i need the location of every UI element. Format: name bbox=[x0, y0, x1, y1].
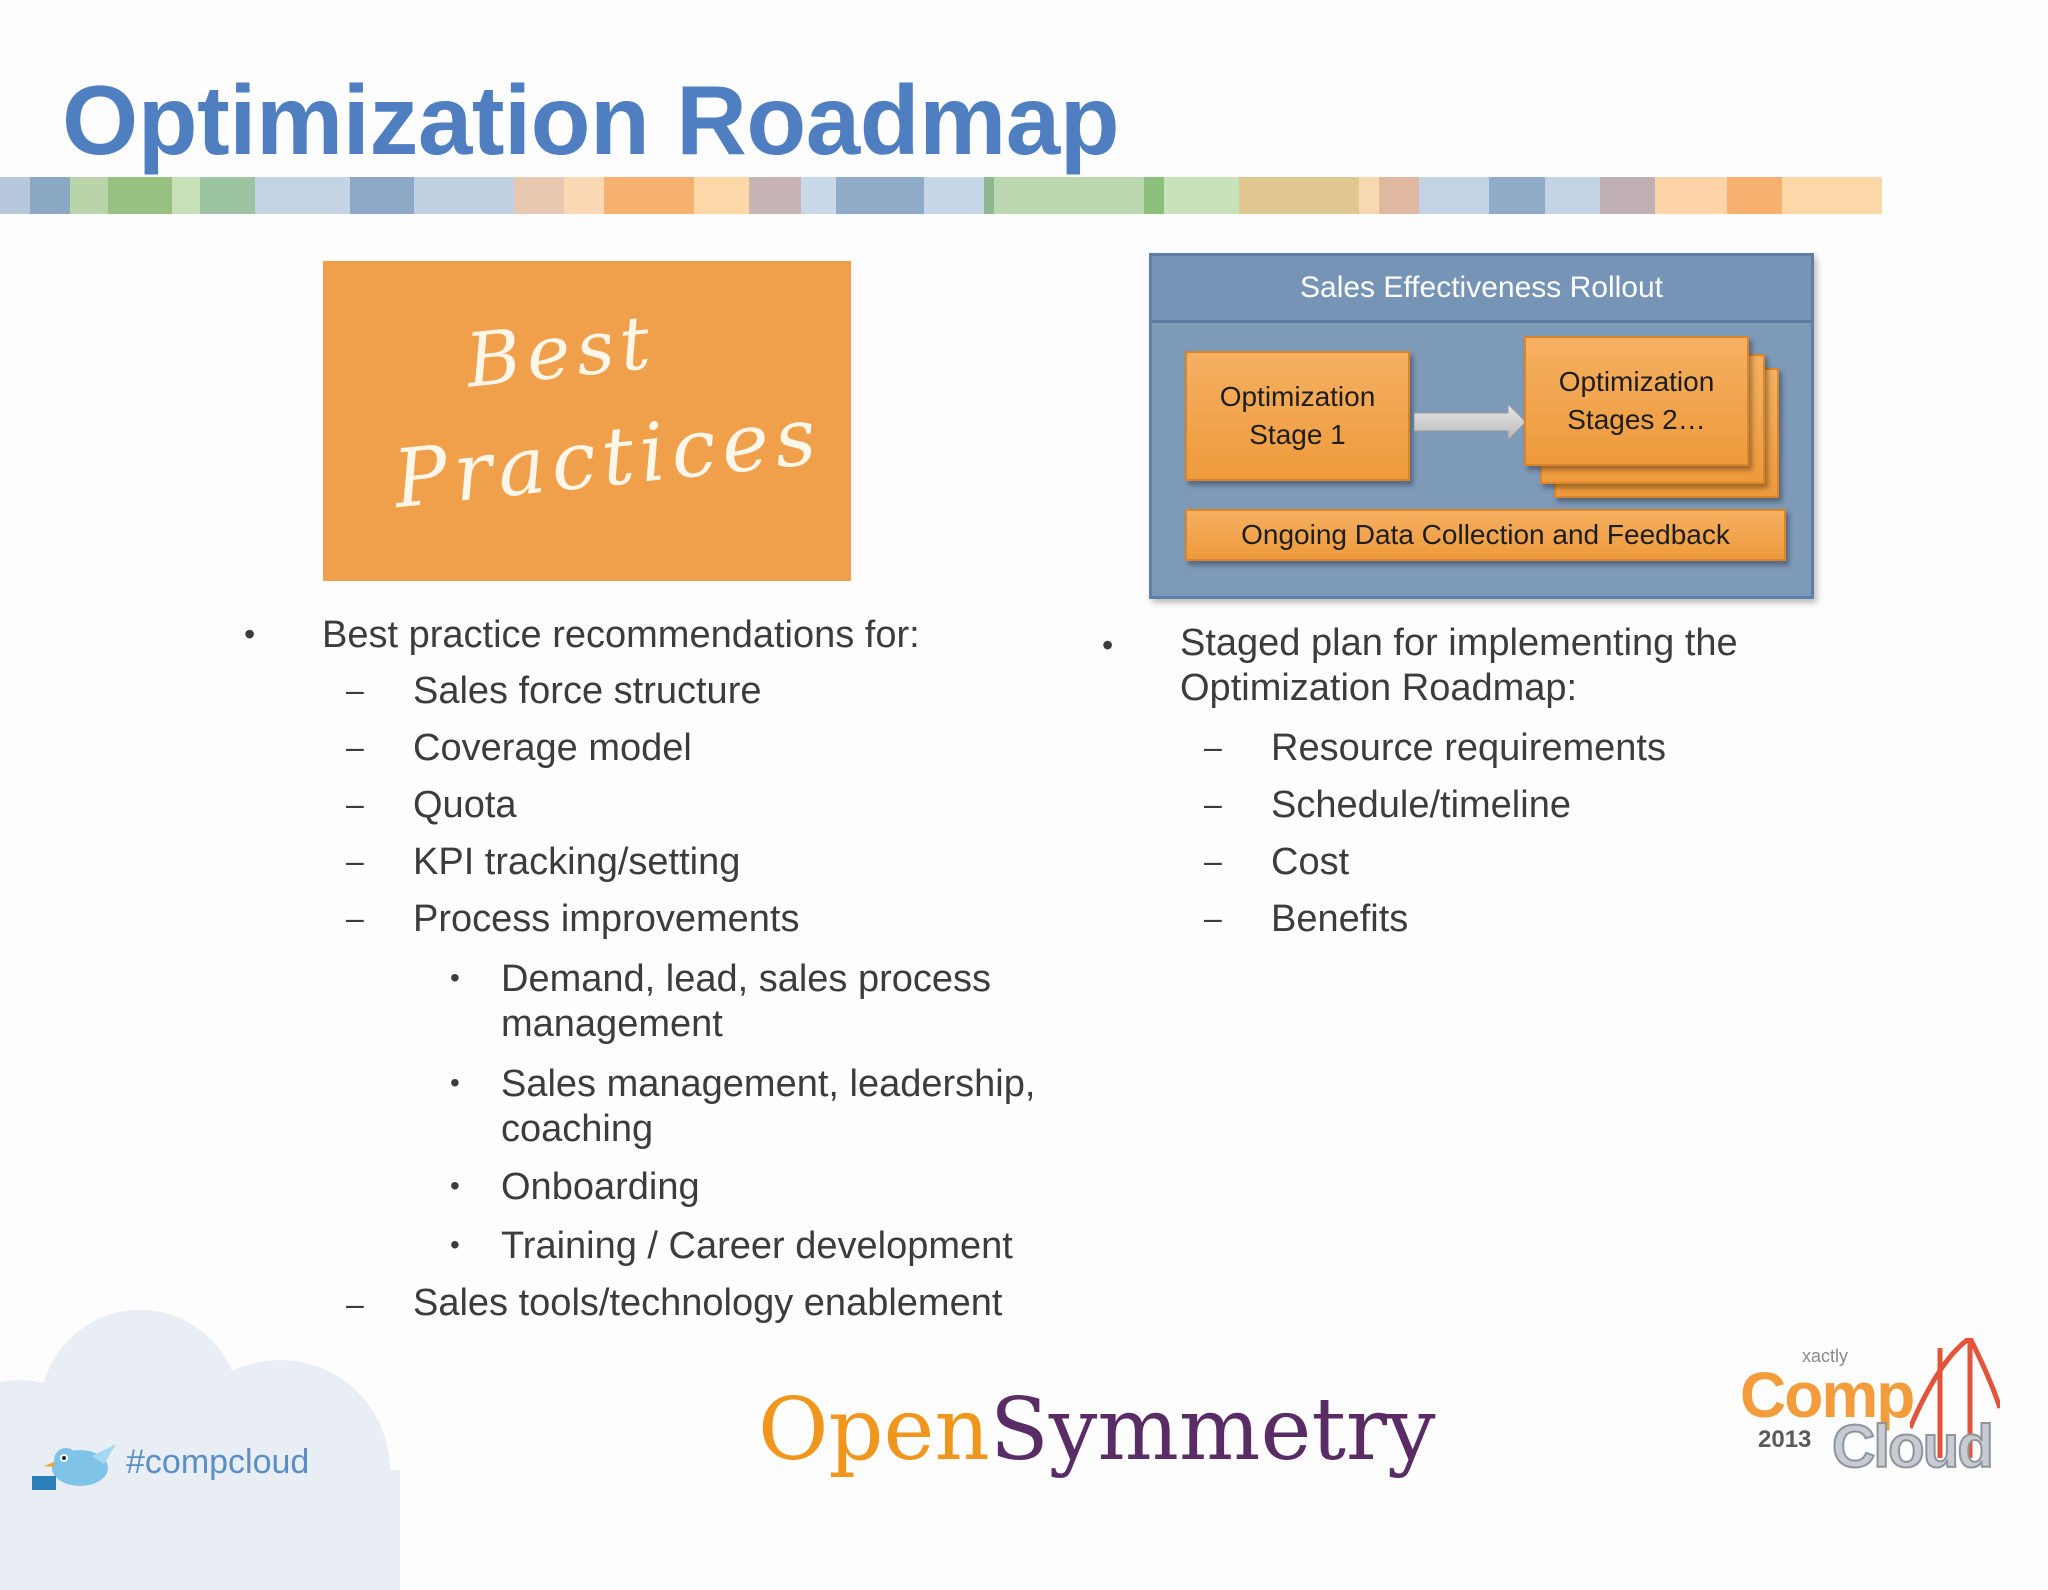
bullet-dot: • bbox=[1102, 627, 1114, 663]
dash-marker: – bbox=[346, 900, 364, 936]
sub-list-item: Demand, lead, sales process bbox=[501, 958, 992, 1000]
dash-marker: – bbox=[346, 843, 364, 879]
left-list-heading: Best practice recommendations for: bbox=[322, 614, 920, 656]
diagram-header: Sales Effectiveness Rollout bbox=[1152, 256, 1811, 323]
stage2-box: Optimization Stages 2… bbox=[1524, 336, 1749, 466]
decorative-color-stripe bbox=[0, 177, 1882, 214]
bridge-icon bbox=[1910, 1338, 2000, 1458]
year-text: 2013 bbox=[1758, 1426, 1812, 1453]
list-item: Sales tools/technology enablement bbox=[413, 1282, 1003, 1324]
right-list-heading-cont: Optimization Roadmap: bbox=[1180, 667, 1578, 709]
dash-marker: – bbox=[346, 729, 364, 765]
compcloud-logo: xactly Comp 2013 Cloud bbox=[1740, 1338, 2000, 1488]
stage1-line1: Optimization bbox=[1219, 381, 1376, 412]
sub-list-item-cont: management bbox=[501, 1003, 723, 1045]
bullet-dot: • bbox=[244, 616, 256, 652]
bird-icon bbox=[32, 1444, 116, 1490]
logo-symmetry-text: Symmetry bbox=[989, 1380, 1436, 1480]
dash-marker: – bbox=[1204, 786, 1222, 822]
list-item: Benefits bbox=[1271, 898, 1409, 940]
image-text-best: Best bbox=[462, 299, 660, 405]
list-item: Sales force structure bbox=[413, 670, 762, 712]
stage1-line2: Stage 1 bbox=[1249, 419, 1346, 450]
feedback-bar: Ongoing Data Collection and Feedback bbox=[1185, 509, 1786, 561]
cloud-text: Cloud bbox=[1831, 1412, 1995, 1481]
sub-list-item: Training / Career development bbox=[501, 1225, 1013, 1267]
dash-marker: – bbox=[346, 672, 364, 708]
image-text-practices: Practices bbox=[389, 388, 827, 527]
comp-text: Comp bbox=[1740, 1359, 1915, 1431]
slide-title: Optimization Roadmap bbox=[62, 65, 1120, 175]
right-list-heading: Staged plan for implementing the bbox=[1180, 622, 1738, 664]
list-item: Quota bbox=[413, 784, 517, 826]
sub-list-item-cont: coaching bbox=[501, 1108, 654, 1150]
list-item: Schedule/timeline bbox=[1271, 784, 1571, 826]
bullet-dot: • bbox=[450, 962, 460, 993]
bullet-dot: • bbox=[450, 1170, 460, 1201]
list-item: Cost bbox=[1271, 841, 1350, 883]
bullet-dot: • bbox=[450, 1067, 460, 1098]
dash-marker: – bbox=[1204, 843, 1222, 879]
stage2-line1: Optimization bbox=[1558, 366, 1715, 397]
stage2-line2: Stages 2… bbox=[1567, 404, 1706, 435]
list-item: Process improvements bbox=[413, 898, 800, 940]
stage1-box: Optimization Stage 1 bbox=[1185, 351, 1410, 481]
sub-list-item: Sales management, leadership, bbox=[501, 1063, 1036, 1105]
list-item: Resource requirements bbox=[1271, 727, 1666, 769]
dash-marker: – bbox=[346, 1286, 364, 1322]
dash-marker: – bbox=[1204, 729, 1222, 765]
list-item: Coverage model bbox=[413, 727, 692, 769]
rollout-diagram: Sales Effectiveness Rollout Optimization… bbox=[1149, 253, 1814, 599]
sub-list-item: Onboarding bbox=[501, 1166, 700, 1208]
arrow-right-icon bbox=[1414, 404, 1526, 440]
dash-marker: – bbox=[346, 786, 364, 822]
list-item: KPI tracking/setting bbox=[413, 841, 741, 883]
opensymmetry-logo: OpenSymmetry bbox=[758, 1380, 1436, 1480]
bullet-dot: • bbox=[450, 1229, 460, 1260]
best-practices-image: Best Practices bbox=[323, 261, 851, 581]
hashtag-label: #compcloud bbox=[126, 1443, 310, 1481]
logo-open-text: Open bbox=[758, 1380, 990, 1480]
dash-marker: – bbox=[1204, 900, 1222, 936]
xactly-text: xactly bbox=[1802, 1346, 1849, 1366]
